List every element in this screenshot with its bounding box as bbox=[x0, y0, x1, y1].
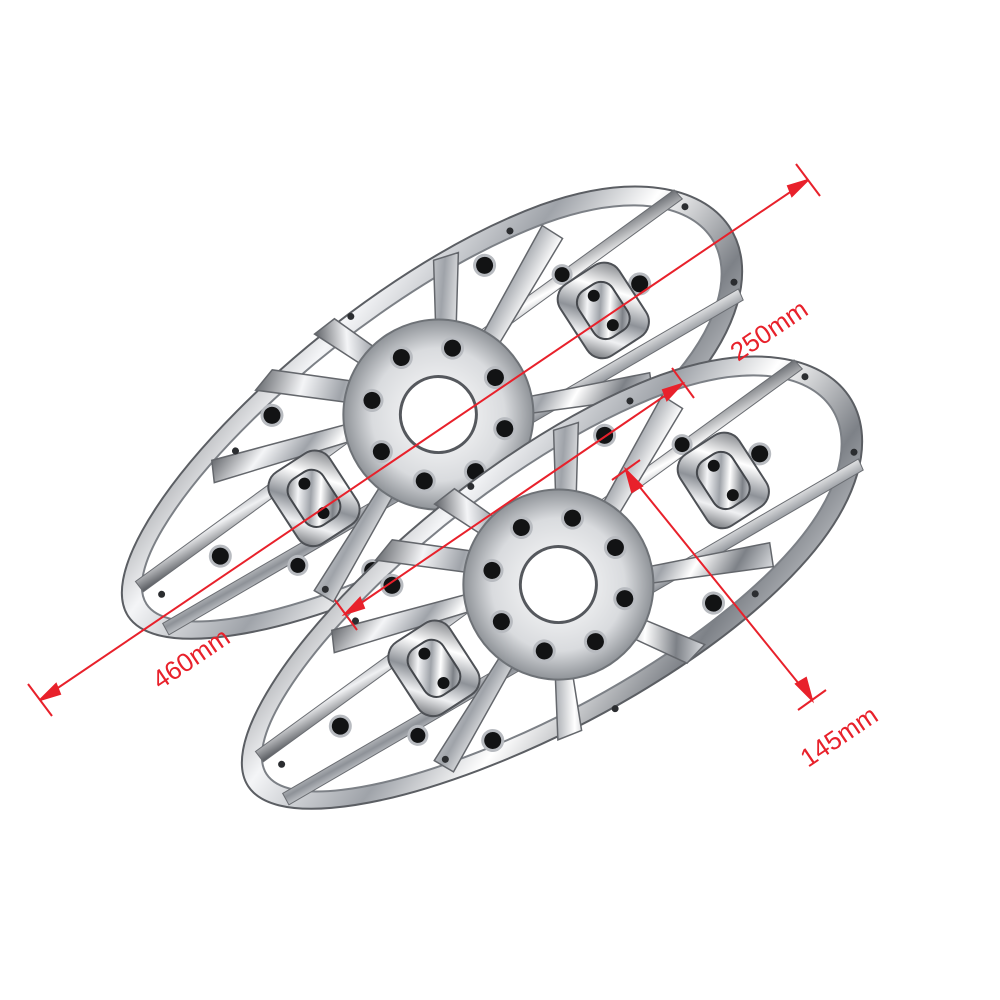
lower-rim-screws bbox=[278, 373, 858, 768]
lower-mount-clamp-right bbox=[676, 431, 770, 530]
dimension-overall-length-arrow-b bbox=[786, 179, 809, 198]
upper-hub-bolts bbox=[360, 336, 517, 493]
dimension-width-label: 145mm bbox=[795, 700, 884, 773]
upper-mount-clamp-left bbox=[267, 449, 361, 548]
upper-hub-hole bbox=[398, 375, 478, 455]
dimension-overall-length bbox=[27, 163, 821, 717]
dimension-overall-length-line bbox=[39, 179, 809, 701]
dimension-mount-span-arrow-b bbox=[661, 381, 686, 402]
dimension-mount-span-tick-a bbox=[334, 599, 358, 631]
dimension-overall-length-arrow-a bbox=[39, 682, 62, 701]
dimension-mount-span bbox=[334, 367, 695, 631]
dimension-width-line bbox=[625, 469, 813, 701]
lower-outer-bolts bbox=[328, 423, 772, 752]
upper-floorboard bbox=[120, 185, 744, 640]
dimension-width bbox=[611, 459, 827, 711]
lower-hub-bolts bbox=[480, 506, 637, 663]
lower-mount-clamp-left bbox=[387, 619, 481, 718]
dimension-width-arrow-a bbox=[624, 466, 644, 494]
dimension-mount-span-arrow-a bbox=[341, 596, 366, 617]
dimension-mount-span-line bbox=[344, 383, 683, 615]
lower-floorboard bbox=[240, 355, 864, 810]
lower-hub-hole bbox=[518, 545, 598, 625]
dimension-width-arrow-b bbox=[794, 676, 814, 704]
